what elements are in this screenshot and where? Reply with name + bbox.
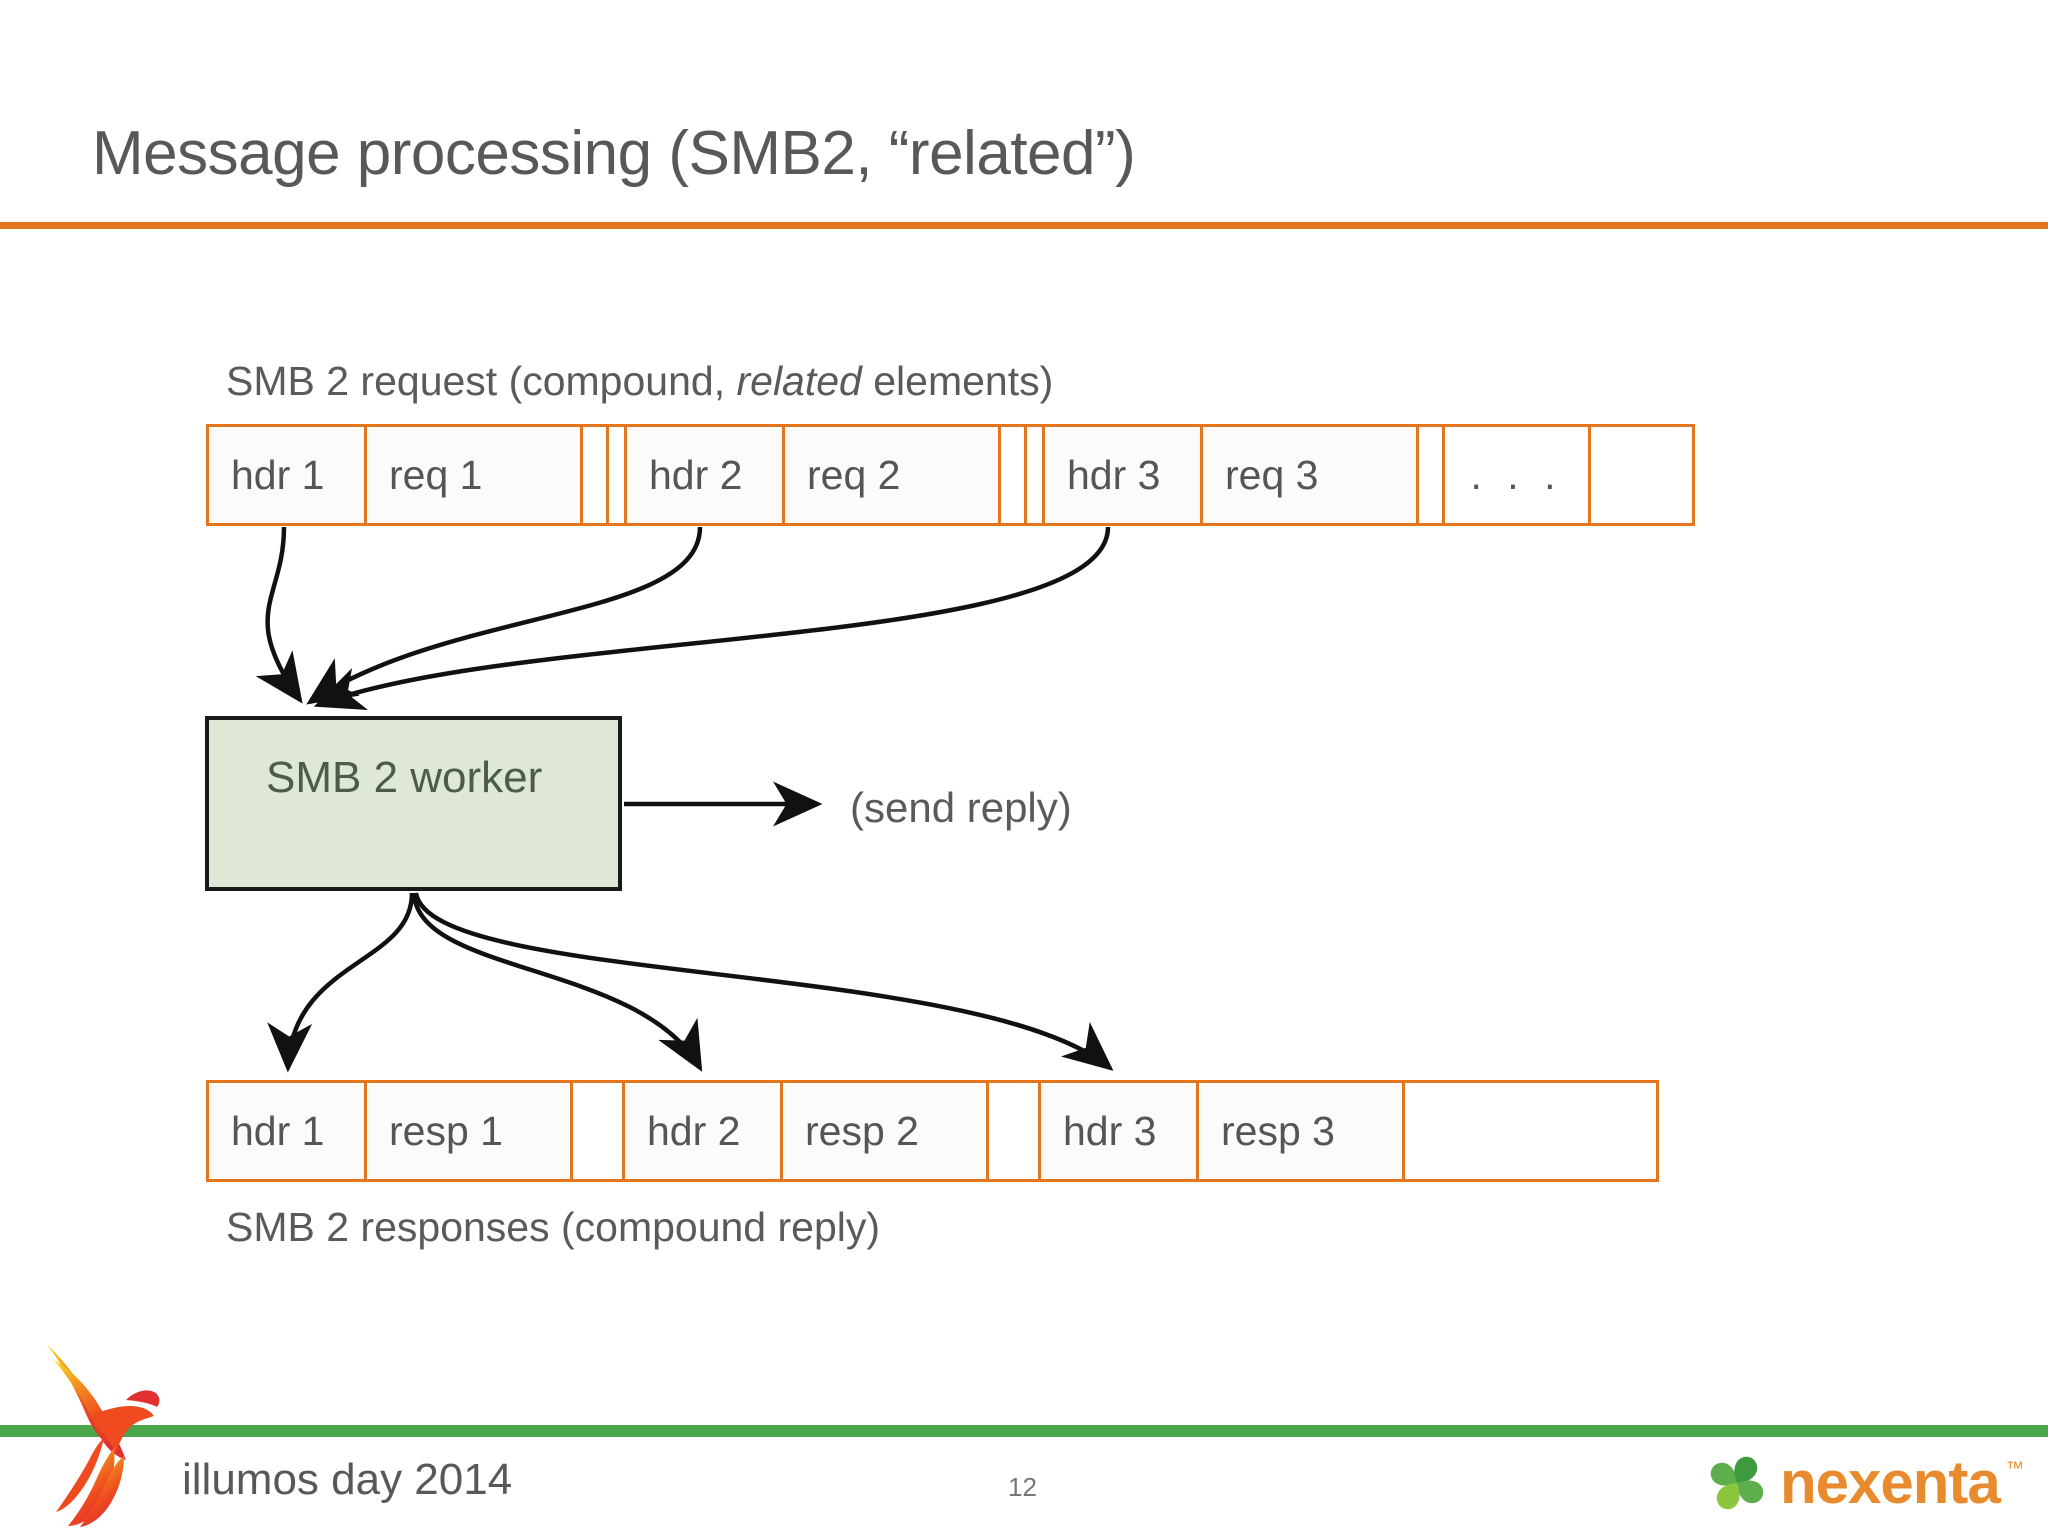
request-to-worker-arrows: [255, 526, 1111, 711]
worker-to-response-arrows: [267, 892, 1114, 1073]
arrow-req3-to-worker: [313, 526, 1111, 711]
request-cell-ellipsis: . . .: [1445, 427, 1591, 523]
response-cell-hdr-3: hdr 3: [1041, 1083, 1199, 1179]
request-cell-req-3: req 3: [1203, 427, 1419, 523]
request-cell-hdr-3: hdr 3: [1045, 427, 1203, 523]
response-cell-gap-1: [573, 1083, 625, 1179]
arrow-worker-to-resp1: [267, 892, 415, 1073]
cell-label: req 3: [1225, 451, 1319, 498]
cell-label: hdr 1: [231, 451, 325, 498]
nexenta-pinwheel-icon: [1710, 1456, 1764, 1510]
nexenta-wordmark: nexenta: [1780, 1449, 2001, 1516]
response-cell-resp-2: resp 2: [783, 1083, 989, 1179]
title-divider: [0, 222, 2048, 229]
arrow-worker-to-resp2: [411, 892, 703, 1072]
request-cell-gap-2b: [1027, 427, 1045, 523]
request-caption: SMB 2 request (compound, related element…: [226, 358, 1053, 405]
cell-label: hdr 2: [647, 1107, 741, 1154]
request-caption-suffix: elements): [861, 358, 1054, 404]
page-title: Message processing (SMB2, “related”): [92, 119, 1136, 188]
cell-label: req 2: [807, 451, 901, 498]
request-caption-prefix: SMB 2 request (compound,: [226, 358, 737, 404]
page-number: 12: [1008, 1472, 1037, 1502]
illumos-phoenix-logo-icon: [46, 1344, 160, 1527]
cell-label: hdr 3: [1063, 1107, 1157, 1154]
smb2-worker-label: SMB 2 worker: [266, 753, 543, 802]
response-caption: SMB 2 responses (compound reply): [226, 1204, 881, 1250]
request-packet-strip: hdr 1 req 1 hdr 2 req 2 hdr 3 req 3 . . …: [206, 424, 1695, 526]
cell-label: hdr 3: [1067, 451, 1161, 498]
response-cell-hdr-1: hdr 1: [209, 1083, 367, 1179]
nexenta-logo: nexenta ™: [1706, 1452, 2024, 1514]
request-cell-tail: [1591, 427, 1695, 523]
request-cell-gap-1: [583, 427, 609, 523]
cell-label: hdr 1: [231, 1107, 325, 1154]
response-packet-strip: hdr 1 resp 1 hdr 2 resp 2 hdr 3 resp 3: [206, 1080, 1659, 1182]
response-cell-resp-3: resp 3: [1199, 1083, 1405, 1179]
cell-label: resp 2: [805, 1107, 919, 1154]
request-cell-gap-2: [1001, 427, 1027, 523]
smb2-worker-box: SMB 2 worker: [205, 716, 622, 891]
send-reply-label: (send reply): [850, 784, 1072, 831]
cell-label: resp 1: [389, 1107, 503, 1154]
footer-event-label: illumos day 2014: [182, 1455, 513, 1504]
response-cell-resp-1: resp 1: [367, 1083, 573, 1179]
response-cell-gap-2: [989, 1083, 1041, 1179]
response-cell-hdr-2: hdr 2: [625, 1083, 783, 1179]
request-cell-hdr-1: hdr 1: [209, 427, 367, 523]
arrow-req2-to-worker: [306, 526, 703, 705]
cell-label: . . .: [1470, 451, 1563, 498]
request-caption-emphasis: related: [736, 358, 862, 404]
arrow-req1-to-worker: [255, 526, 303, 704]
request-cell-hdr-2: hdr 2: [627, 427, 785, 523]
footer-divider: [0, 1425, 2048, 1437]
cell-label: req 1: [389, 451, 483, 498]
cell-label: hdr 2: [649, 451, 743, 498]
trademark-symbol: ™: [2005, 1458, 2024, 1478]
request-cell-req-1: req 1: [367, 427, 583, 523]
request-cell-req-2: req 2: [785, 427, 1001, 523]
request-cell-gap-3: [1419, 427, 1445, 523]
cell-label: resp 3: [1221, 1107, 1335, 1154]
arrow-worker-to-resp3: [413, 892, 1114, 1071]
request-cell-gap-1b: [609, 427, 627, 523]
response-cell-tail: [1405, 1083, 1659, 1179]
